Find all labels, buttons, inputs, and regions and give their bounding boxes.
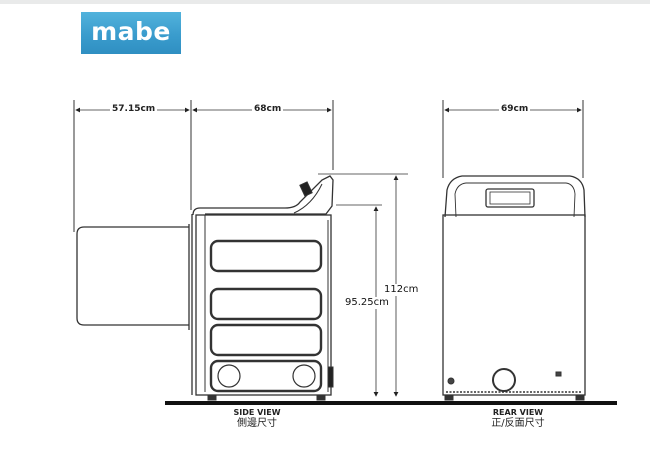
side-view-washer — [192, 175, 334, 401]
total-height-label: 112cm — [384, 284, 419, 296]
rear-width-label: 69cm — [499, 104, 531, 115]
rear-view-caption: REAR VIEW 正/反面尺寸 — [478, 408, 558, 430]
cabinet-height-label: 95.25cm — [345, 297, 389, 309]
side-view-caption: SIDE VIEW 側邊尺寸 — [222, 408, 292, 430]
rear-view-washer — [442, 175, 586, 401]
open-lid-outline — [76, 214, 193, 395]
lid-open-depth-label: 57.15cm — [110, 104, 158, 115]
side-depth-label: 68cm — [252, 104, 284, 115]
extension-lines — [73, 100, 584, 232]
side-view-title: SIDE VIEW — [233, 408, 281, 417]
rear-view-subtitle: 正/反面尺寸 — [491, 418, 545, 429]
floor-line — [165, 401, 617, 405]
mabe-logo: mabe — [81, 12, 181, 54]
side-view-subtitle: 側邊尺寸 — [237, 418, 277, 429]
rear-view-title: REAR VIEW — [492, 408, 544, 417]
top-border — [0, 0, 650, 4]
